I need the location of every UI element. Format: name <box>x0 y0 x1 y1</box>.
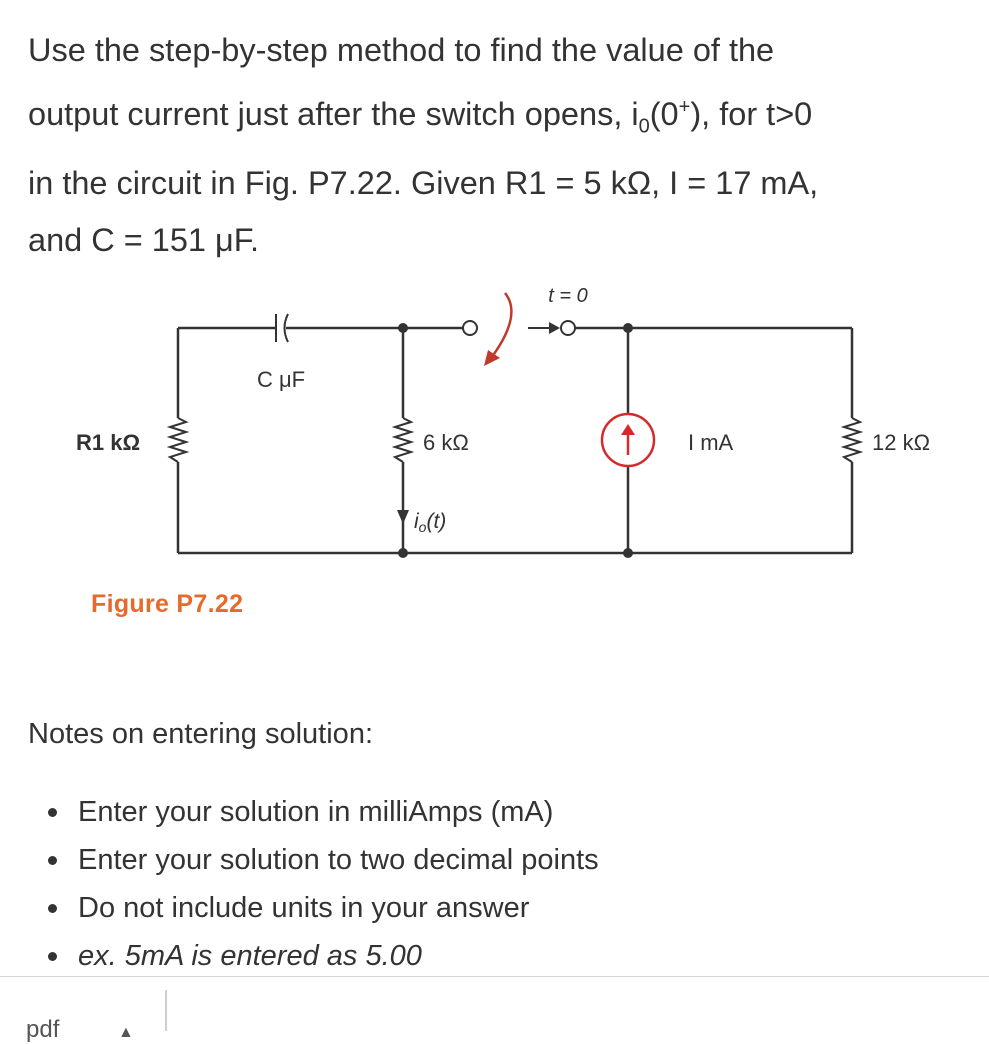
circuit-wires <box>176 326 854 555</box>
current-source-symbol <box>600 412 656 468</box>
notes-list: Enter your solution in milliAmps (mA) En… <box>28 788 599 980</box>
list-item: Enter your solution in milliAmps (mA) <box>28 788 599 836</box>
bottom-pdf-link[interactable]: pdf <box>26 1016 60 1043</box>
r-mid-resistor <box>391 417 415 463</box>
question-line-2-text: output current just after the switch ope… <box>28 95 639 132</box>
note-text: Enter your solution in milliAmps (mA) <box>78 796 554 828</box>
note-text: Do not include units in your answer <box>78 892 530 924</box>
capacitor-label: C μF <box>257 367 305 392</box>
current-source-label: I mA <box>688 430 734 455</box>
bottom-separator <box>165 990 167 1031</box>
note-text: Enter your solution to two decimal point… <box>78 844 599 876</box>
question-line-2-end: ), for t>0 <box>690 95 813 132</box>
bullet-icon <box>48 952 57 961</box>
circuit-diagram: C μF t = 0 R1 kΩ 6 kΩ io(t) I mA 12 kΩ <box>76 285 930 558</box>
io-label: io(t) <box>414 510 446 535</box>
list-item: Enter your solution to two decimal point… <box>28 836 599 884</box>
question-line-4: and C = 151 μF. <box>28 222 260 259</box>
notes-title: Notes on entering solution: <box>28 718 373 750</box>
capacitor-symbol <box>275 313 289 343</box>
list-item: ex. 5mA is entered as 5.00 <box>28 932 599 980</box>
bullet-icon <box>48 856 57 865</box>
question-line-2-mid: (0 <box>649 95 679 132</box>
divider <box>0 976 989 977</box>
question-line-3: in the circuit in Fig. P7.22. Given R1 =… <box>28 165 819 202</box>
r-mid-label: 6 kΩ <box>423 430 469 455</box>
io-subscript: 0 <box>638 115 650 138</box>
circuit-nodes <box>398 323 633 558</box>
bullet-icon <box>48 904 57 913</box>
switch-symbol <box>462 292 576 366</box>
figure-caption: Figure P7.22 <box>91 590 244 618</box>
io-arrow <box>397 510 409 524</box>
bottom-bar <box>0 977 989 1031</box>
list-item: Do not include units in your answer <box>28 884 599 932</box>
switch-label: t = 0 <box>548 285 587 307</box>
chevron-up-icon[interactable]: ▲ <box>118 1024 134 1041</box>
bullet-icon <box>48 808 57 817</box>
zero-plus-superscript: + <box>678 96 691 118</box>
question-line-2: output current just after the switch ope… <box>28 79 958 155</box>
r-right-label: 12 kΩ <box>872 430 930 455</box>
r1-resistor <box>166 417 190 463</box>
note-text: ex. 5mA is entered as 5.00 <box>78 940 422 972</box>
r-right-resistor <box>840 417 864 463</box>
r1-label: R1 kΩ <box>76 430 140 455</box>
question-text: Use the step-by-step method to find the … <box>28 22 958 269</box>
question-line-1: Use the step-by-step method to find the … <box>28 32 775 68</box>
